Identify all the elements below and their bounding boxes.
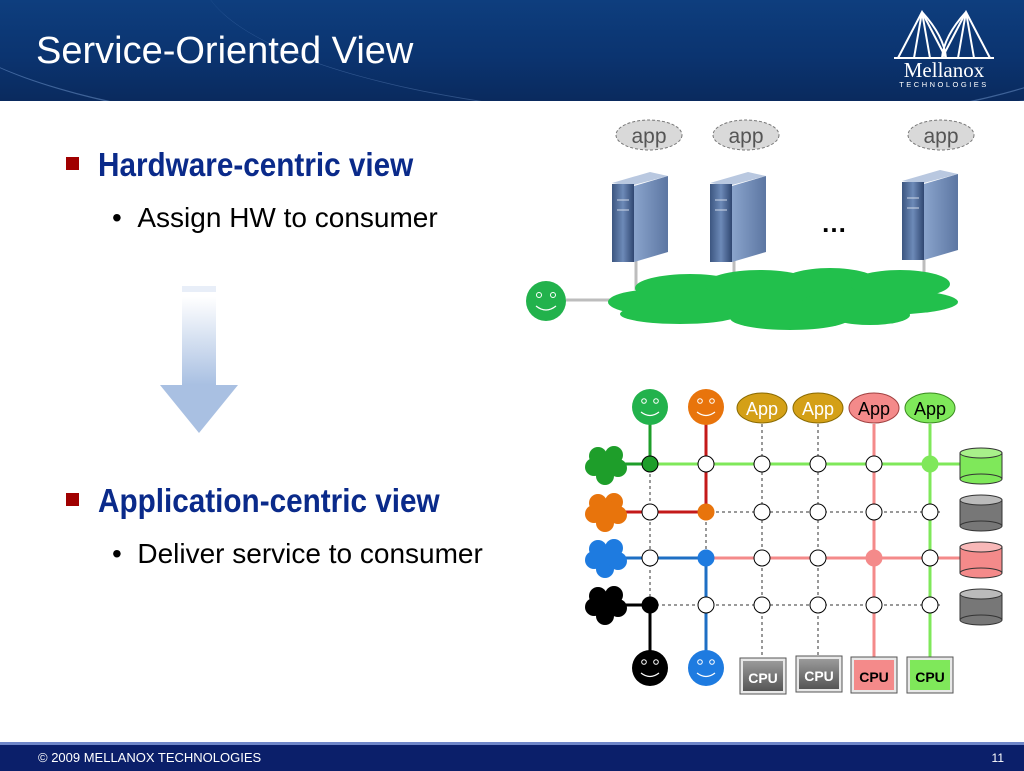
app-label: app	[631, 125, 666, 148]
cpu-label: CPU	[859, 669, 889, 685]
footer-bar: © 2009 MELLANOX TECHNOLOGIES 11	[0, 742, 1024, 771]
cpu-label: CPU	[748, 670, 778, 686]
logo-subtitle: TECHNOLOGIES	[899, 80, 989, 89]
database-icon	[959, 588, 1003, 626]
smiley-face-icon	[632, 650, 668, 686]
database-icon	[959, 494, 1003, 532]
cloud-icon	[608, 268, 958, 330]
application-centric-detail: • Deliver service to consumer	[112, 538, 483, 569]
cloud-icon	[585, 446, 627, 485]
app-label: app	[728, 125, 763, 148]
app-label: App	[802, 399, 834, 419]
application-centric-heading: Application-centric view	[98, 482, 440, 519]
server-icon	[612, 172, 668, 262]
ellipsis: …	[821, 208, 847, 238]
server-icon	[902, 170, 958, 260]
logo-wordmark: Mellanox	[903, 58, 985, 82]
hardware-centric-heading: Hardware-centric view	[98, 146, 414, 183]
hardware-centric-detail-text: Assign HW to consumer	[137, 202, 438, 233]
bullet-marker	[66, 493, 79, 506]
cpu-label: CPU	[915, 669, 945, 685]
hardware-centric-detail: • Assign HW to consumer	[112, 202, 438, 233]
smiley-face-icon	[688, 650, 724, 686]
cpu-label: CPU	[804, 668, 834, 684]
smiley-face-icon	[632, 389, 668, 425]
server-icon	[710, 172, 766, 262]
cloud-icon	[585, 539, 627, 578]
application-centric-detail-text: Deliver service to consumer	[137, 538, 483, 569]
service-diagram: app app app …	[160, 119, 1003, 695]
smiley-face-icon	[688, 389, 724, 425]
smiley-face-icon	[526, 281, 566, 321]
database-icon	[959, 541, 1003, 579]
mellanox-logo-icon	[894, 9, 994, 59]
top-app-labels: app app app	[615, 119, 975, 151]
bullet-marker	[66, 157, 79, 170]
down-arrow-icon	[160, 286, 238, 433]
app-label: App	[858, 399, 890, 419]
app-label: app	[923, 125, 958, 148]
app-label: App	[914, 399, 946, 419]
slide-title: Service-Oriented View	[36, 30, 414, 72]
app-label: App	[746, 399, 778, 419]
title-bar	[0, 0, 1024, 101]
page-number: 11	[991, 751, 1004, 765]
cloud-icon	[585, 586, 627, 625]
copyright: © 2009 MELLANOX TECHNOLOGIES	[38, 750, 262, 765]
cloud-icon	[585, 493, 627, 532]
database-icon	[959, 447, 1003, 485]
